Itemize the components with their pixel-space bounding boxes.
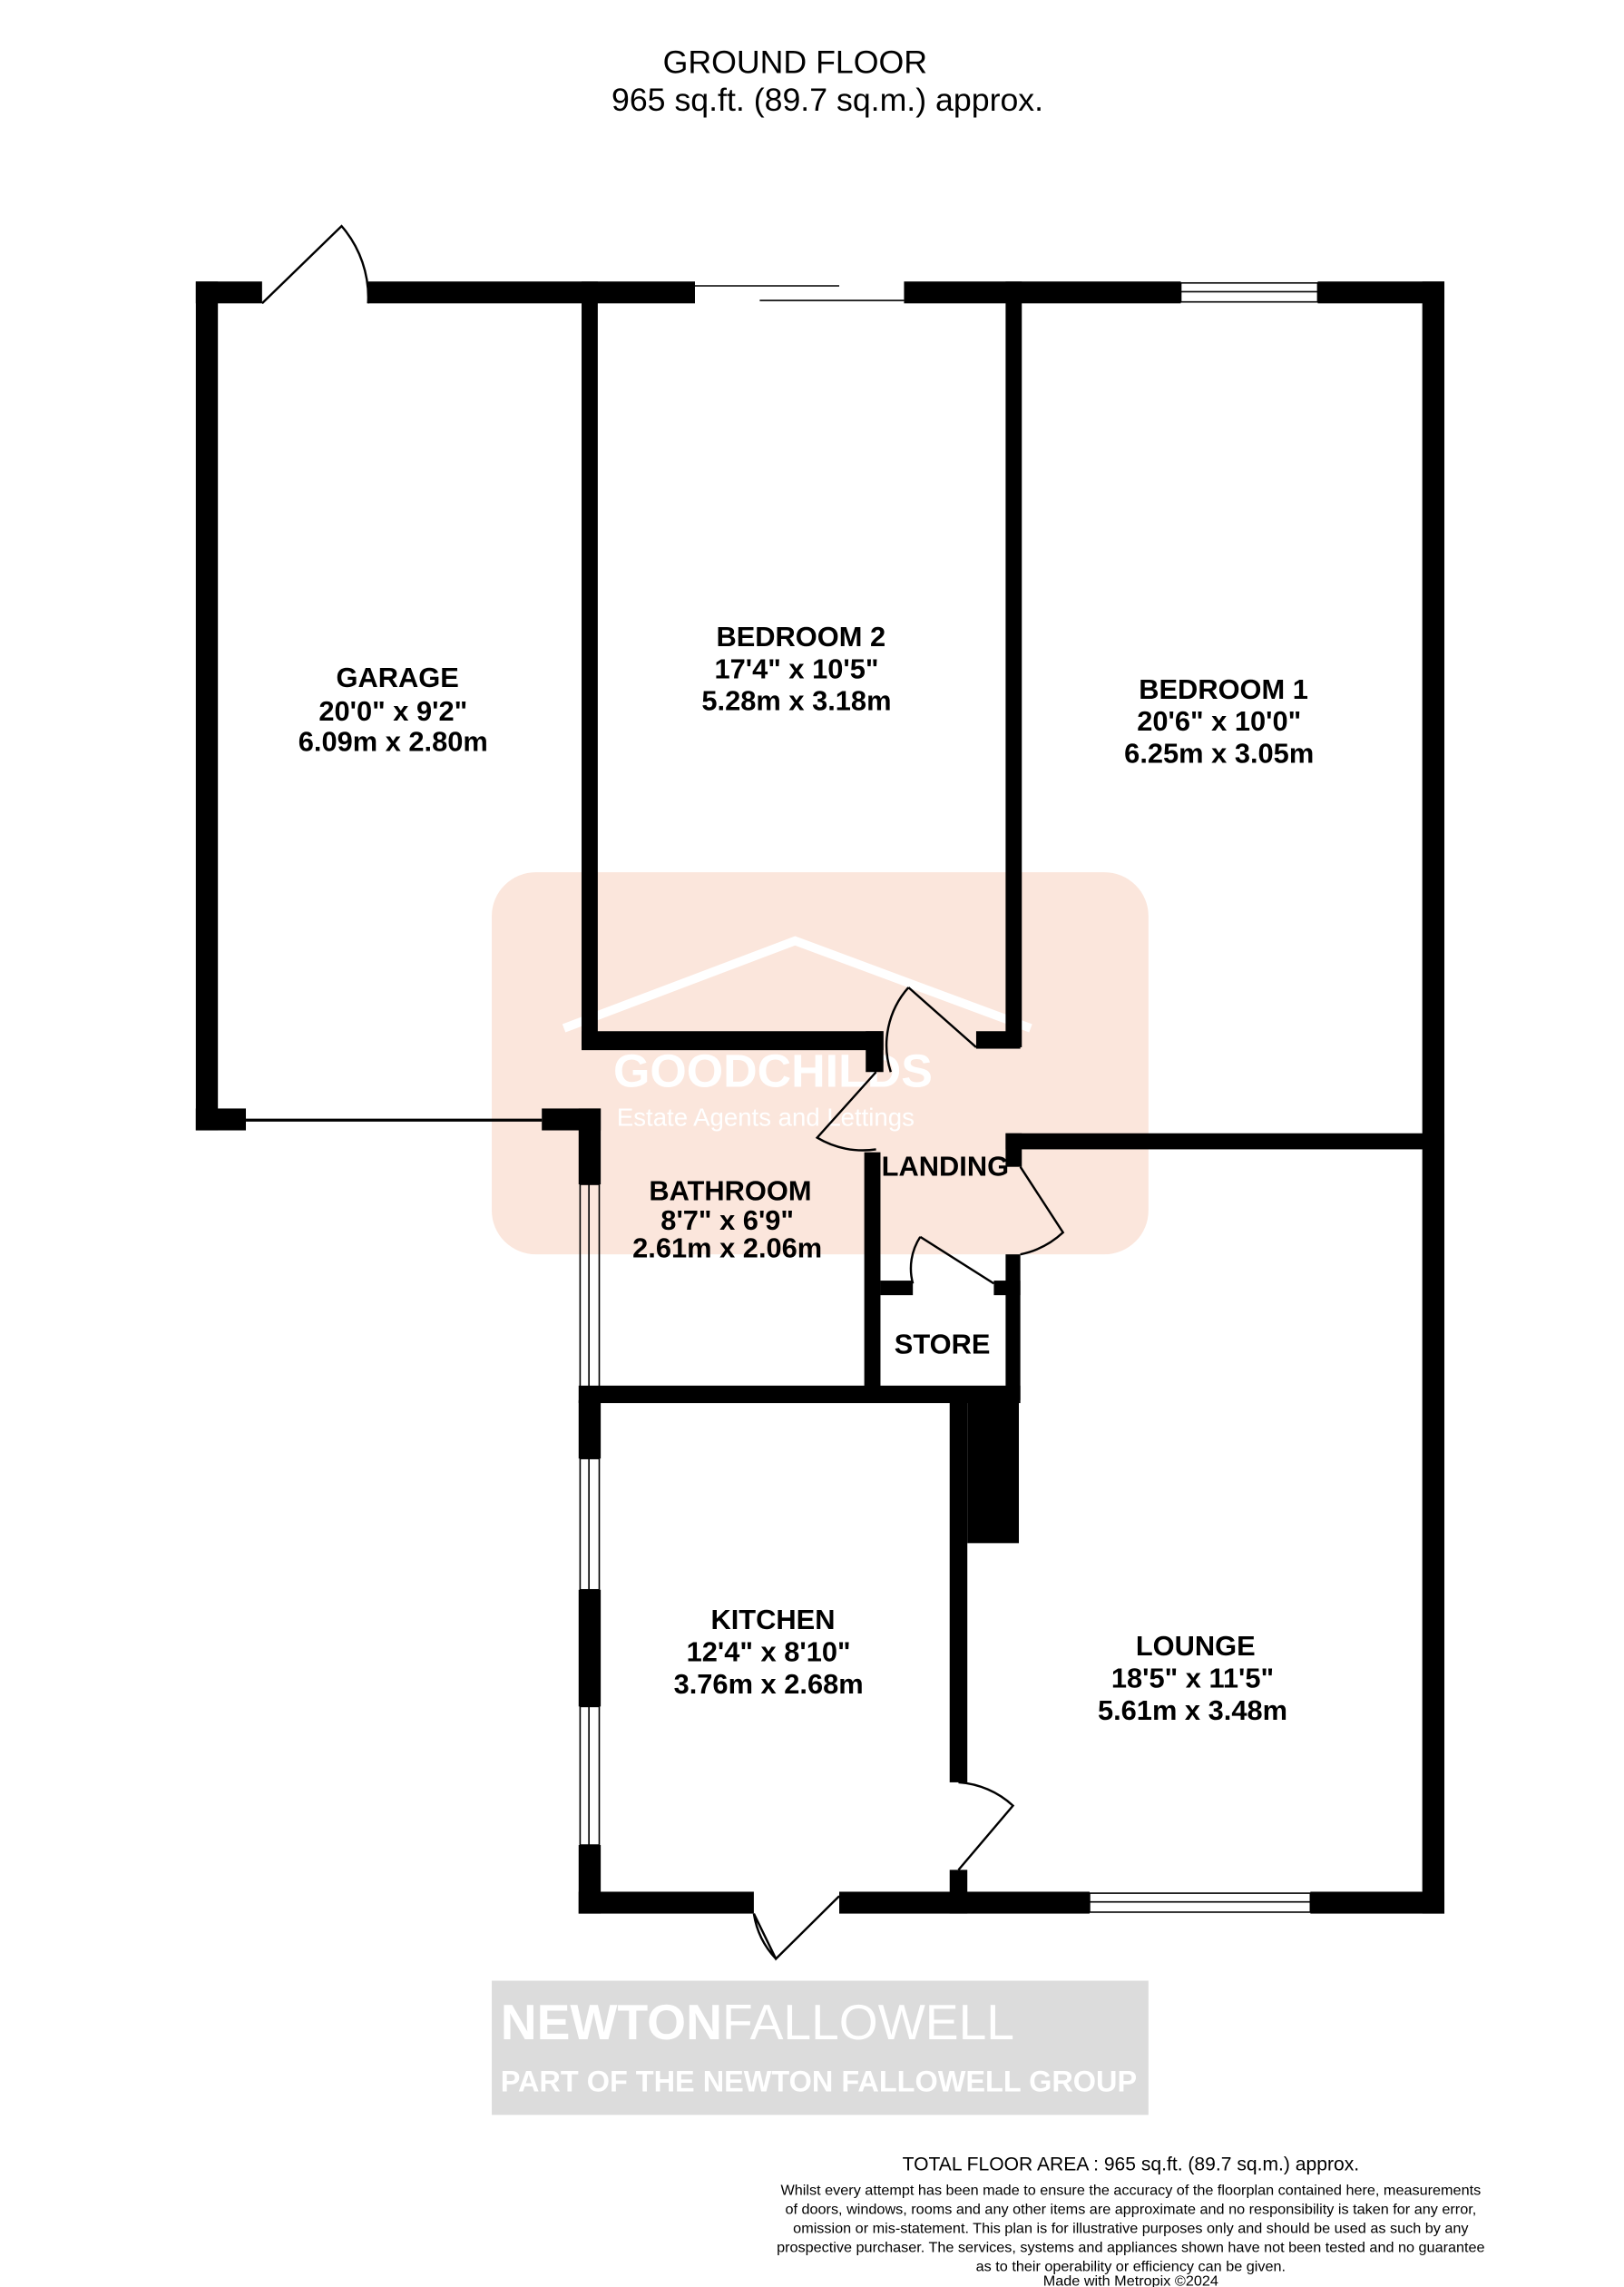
floor-title: GROUND FLOOR bbox=[663, 44, 927, 81]
svg-text:5.61m x 3.48m: 5.61m x 3.48m bbox=[1098, 1694, 1287, 1726]
garage-side-door bbox=[261, 224, 370, 305]
svg-text:BATHROOM: BATHROOM bbox=[649, 1175, 811, 1207]
openings bbox=[246, 224, 1319, 1961]
svg-text:6.09m x 2.80m: 6.09m x 2.80m bbox=[298, 726, 488, 758]
watermark-group-sub: PART OF THE NEWTON FALLOWELL GROUP bbox=[501, 2066, 1137, 2098]
walls bbox=[195, 281, 1445, 1914]
svg-text:20'6" x 10'0": 20'6" x 10'0" bbox=[1137, 705, 1301, 737]
lounge-door bbox=[957, 1781, 1015, 1871]
svg-text:BEDROOM 1: BEDROOM 1 bbox=[1139, 673, 1308, 705]
svg-text:12'4" x 8'10": 12'4" x 8'10" bbox=[687, 1636, 851, 1668]
svg-text:5.28m x 3.18m: 5.28m x 3.18m bbox=[701, 685, 891, 717]
svg-text:2.61m x 2.06m: 2.61m x 2.06m bbox=[632, 1232, 822, 1263]
svg-text:20'0" x 9'2": 20'0" x 9'2" bbox=[318, 695, 467, 727]
svg-text:18'5" x 11'5": 18'5" x 11'5" bbox=[1111, 1663, 1274, 1694]
floor-area: 965 sq.ft. (89.7 sq.m.) approx. bbox=[611, 82, 1043, 118]
room-lounge: LOUNGE 18'5" x 11'5" 5.61m x 3.48m bbox=[1098, 1630, 1287, 1726]
watermark-roof-icon bbox=[562, 936, 1032, 1033]
store-door bbox=[909, 1166, 1065, 1285]
svg-text:omission or mis-statement. Thi: omission or mis-statement. This plan is … bbox=[793, 2221, 1469, 2237]
svg-text:6.25m x 3.05m: 6.25m x 3.05m bbox=[1124, 738, 1314, 770]
svg-text:BEDROOM 2: BEDROOM 2 bbox=[716, 621, 885, 653]
watermark-newton: NEWTONFALLOWELL PART OF THE NEWTON FALLO… bbox=[492, 1980, 1149, 2115]
room-bathroom: BATHROOM 8'7" x 6'9" 2.61m x 2.06m bbox=[632, 1175, 822, 1264]
room-bedroom-2: BEDROOM 2 17'4" x 10'5" 5.28m x 3.18m bbox=[701, 621, 891, 717]
room-garage: GARAGE 20'0" x 9'2" 6.09m x 2.80m bbox=[298, 662, 488, 758]
room-landing: LANDING bbox=[882, 1150, 1009, 1182]
watermark-brand: GOODCHILDS bbox=[613, 1045, 933, 1097]
watermark-tagline: Estate Agents and Lettings bbox=[617, 1104, 915, 1132]
svg-text:of doors, windows, rooms and a: of doors, windows, rooms and any other i… bbox=[785, 2202, 1476, 2218]
kitchen-back-door bbox=[752, 1895, 840, 1961]
window-lounge bbox=[1089, 1892, 1312, 1913]
room-store: STORE bbox=[895, 1329, 991, 1360]
svg-text:Whilst every attempt has been: Whilst every attempt has been made to en… bbox=[780, 2183, 1481, 2199]
svg-text:LOUNGE: LOUNGE bbox=[1136, 1630, 1256, 1662]
svg-text:17'4" x 10'5": 17'4" x 10'5" bbox=[714, 653, 878, 684]
watermark-newton-bg bbox=[492, 1980, 1149, 2115]
landing-doors bbox=[815, 986, 977, 1152]
svg-text:3.76m x 2.68m: 3.76m x 2.68m bbox=[674, 1668, 864, 1700]
svg-text:as to their operability or eff: as to their operability or efficiency ca… bbox=[976, 2258, 1286, 2274]
room-kitchen: KITCHEN 12'4" x 8'10" 3.76m x 2.68m bbox=[674, 1604, 864, 1700]
watermark-goodchilds-bg bbox=[492, 872, 1149, 1255]
svg-text:GARAGE: GARAGE bbox=[337, 662, 459, 693]
metropix-credit: Made with Metropix ©2024 bbox=[1043, 2272, 1218, 2287]
total-floor-area: TOTAL FLOOR AREA : 965 sq.ft. (89.7 sq.m… bbox=[903, 2154, 1360, 2175]
disclaimer: Whilst every attempt has been made to en… bbox=[777, 2183, 1485, 2274]
watermark-group: NEWTONFALLOWELL bbox=[501, 1994, 1014, 2050]
room-bedroom-1: BEDROOM 1 20'6" x 10'0" 6.25m x 3.05m bbox=[1124, 673, 1314, 770]
svg-text:8'7" x 6'9": 8'7" x 6'9" bbox=[660, 1204, 794, 1236]
svg-text:prospective purchaser. The ser: prospective purchaser. The services, sys… bbox=[777, 2239, 1485, 2255]
svg-text:KITCHEN: KITCHEN bbox=[710, 1604, 835, 1635]
